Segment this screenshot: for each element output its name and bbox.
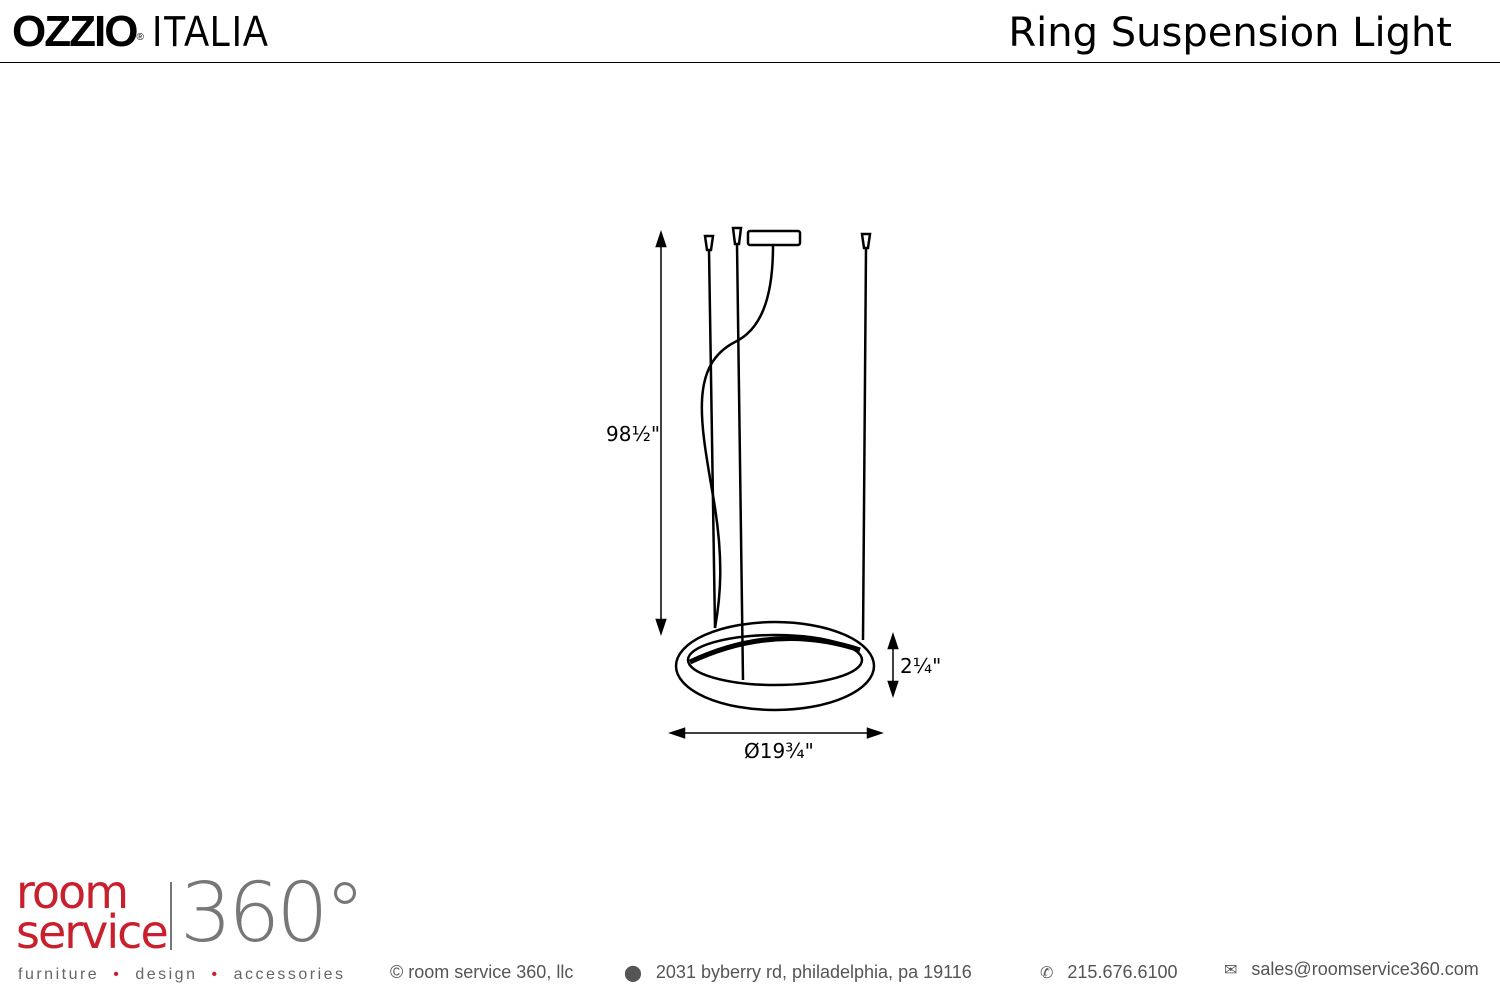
brand-light: ITALIA bbox=[151, 7, 269, 56]
ring bbox=[674, 620, 876, 712]
tagline: furniture•design•accessories bbox=[18, 966, 346, 983]
copyright: © room service 360, llc bbox=[390, 962, 574, 982]
height-dimension-line bbox=[655, 230, 667, 636]
logo-360: 360° bbox=[180, 866, 366, 961]
ring-height-dimension-line bbox=[887, 632, 899, 698]
email[interactable]: ✉sales@roomservice360.com bbox=[1224, 959, 1479, 979]
address: ⬤2031 byberry rd, philadelphia, pa 19116 bbox=[624, 962, 972, 982]
page-title: Ring Suspension Light bbox=[1008, 10, 1452, 56]
diameter-label: Ø19¾" bbox=[744, 739, 814, 763]
header: OZZIO® ITALIA Ring Suspension Light bbox=[0, 0, 1500, 63]
envelope-icon: ✉ bbox=[1224, 962, 1238, 979]
height-label: 98½" bbox=[606, 422, 661, 446]
diameter-dimension-line bbox=[668, 727, 884, 739]
phone-icon: ✆ bbox=[1040, 965, 1054, 982]
map-pin-icon: ⬤ bbox=[624, 965, 642, 982]
ozzio-italia-logo: OZZIO® ITALIA bbox=[12, 6, 289, 58]
suspension-cables bbox=[700, 226, 872, 681]
phone: ✆215.676.6100 bbox=[1040, 962, 1178, 982]
brand-reg: ® bbox=[136, 32, 144, 43]
brand-bold: OZZIO bbox=[12, 7, 138, 56]
logo-divider bbox=[170, 882, 172, 950]
ring-height-label: 2¼" bbox=[900, 654, 942, 678]
